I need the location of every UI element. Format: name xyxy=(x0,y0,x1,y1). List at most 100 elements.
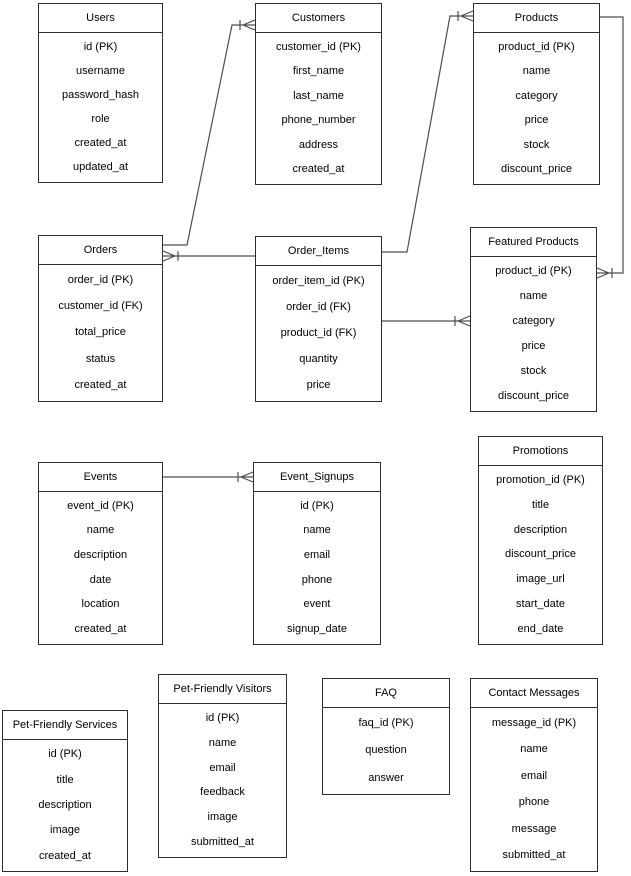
field-row: status xyxy=(85,352,116,365)
entity-fields: id (PK) name email phone event signup_date xyxy=(254,492,380,644)
field-row: promotion_id (PK) xyxy=(496,473,585,486)
field-row: end_date xyxy=(517,622,564,635)
field-row: password_hash xyxy=(61,88,140,101)
field-row: created_at xyxy=(292,163,345,176)
field-row: price xyxy=(524,114,549,127)
field-row: faq_id (PK) xyxy=(358,717,414,730)
field-row: username xyxy=(76,64,125,77)
field-row: customer_id (FK) xyxy=(58,300,143,313)
field-row: created_at xyxy=(74,379,127,392)
field-row: name xyxy=(519,290,548,302)
field-row: category xyxy=(515,89,558,102)
field-row: role xyxy=(91,113,110,126)
field-row: order_id (FK) xyxy=(286,300,351,313)
field-row: phone xyxy=(518,796,550,809)
entity-title: Products xyxy=(474,4,599,33)
field-row: phone xyxy=(301,573,333,586)
field-row: name xyxy=(86,524,115,537)
entity-title: Pet-Friendly Services xyxy=(3,711,127,740)
field-row: address xyxy=(298,138,339,151)
field-row: category xyxy=(512,315,555,327)
crow-foot-eventsignups-icon xyxy=(237,471,254,483)
entity-title: Contact Messages xyxy=(471,679,597,708)
field-row: description xyxy=(73,549,128,562)
entity-order-items[interactable]: Order_Items order_item_id (PK) order_id (… xyxy=(255,236,382,402)
field-row: image xyxy=(50,824,80,837)
field-row: email xyxy=(520,769,548,782)
field-row: total_price xyxy=(75,326,126,339)
connector-orderitems-products[interactable] xyxy=(382,15,461,253)
field-row: signup_date xyxy=(287,623,347,636)
field-row: id (PK) xyxy=(48,748,82,761)
entity-title: Pet-Friendly Visitors xyxy=(159,675,286,704)
entity-title: Orders xyxy=(39,236,162,265)
field-row: submitted_at xyxy=(191,836,254,849)
field-row: description xyxy=(38,798,92,811)
crow-foot-featured-right-icon xyxy=(596,267,613,279)
field-row: image xyxy=(207,811,238,824)
field-row: start_date xyxy=(516,598,565,611)
field-row: submitted_at xyxy=(502,849,566,862)
connector-products-featured[interactable] xyxy=(599,16,624,274)
field-row: price xyxy=(306,379,331,392)
entity-featured-products[interactable]: Featured Products product_id (PK) name cat… xyxy=(470,227,597,412)
field-row: product_id (PK) xyxy=(495,265,572,277)
field-row: feedback xyxy=(200,786,245,799)
field-row: created_at xyxy=(74,623,127,636)
field-row: stock xyxy=(520,365,547,377)
field-row: name xyxy=(208,736,237,749)
field-row: event xyxy=(303,598,331,611)
crow-foot-customers-icon xyxy=(239,19,256,31)
entity-title: Customers xyxy=(256,4,381,33)
field-row: email xyxy=(303,549,331,562)
connector-orders-customers[interactable] xyxy=(163,24,243,246)
field-row: phone_number xyxy=(281,114,356,127)
field-row: discount_price xyxy=(498,390,569,402)
field-row: price xyxy=(521,340,546,352)
field-row: title xyxy=(531,498,550,511)
crow-foot-orders-icon xyxy=(162,250,179,262)
field-row: message xyxy=(511,822,557,835)
field-row: name xyxy=(522,65,551,78)
field-row: order_id (PK) xyxy=(67,273,134,286)
entity-title: Events xyxy=(39,463,162,492)
field-row: id (PK) xyxy=(300,499,334,512)
field-row: first_name xyxy=(292,65,345,78)
field-row: created_at xyxy=(39,849,91,862)
entity-title: Featured Products xyxy=(471,228,596,257)
field-row: date xyxy=(89,573,112,586)
entity-pet-friendly-visitors[interactable]: Pet-Friendly Visitors id (PK) name email fe… xyxy=(158,674,287,858)
field-row: id (PK) xyxy=(205,711,240,724)
field-row: created_at xyxy=(74,137,127,150)
field-row: message_id (PK) xyxy=(491,716,577,729)
field-row: customer_id (PK) xyxy=(276,40,361,53)
entity-title: Order_Items xyxy=(256,237,381,266)
field-row: name xyxy=(303,524,331,537)
field-row: last_name xyxy=(293,89,344,102)
field-row: email xyxy=(209,761,236,774)
field-row: updated_at xyxy=(72,161,129,174)
entity-fields: order_item_id (PK) order_id (FK) product_i… xyxy=(256,266,381,401)
field-row: order_item_id (PK) xyxy=(272,274,365,287)
field-row: product_id (FK) xyxy=(280,326,357,339)
entity-title: Users xyxy=(39,4,162,33)
entity-orders[interactable]: Orders order_id (PK) customer_id (FK) tota… xyxy=(38,235,163,402)
field-row: question xyxy=(365,744,407,757)
